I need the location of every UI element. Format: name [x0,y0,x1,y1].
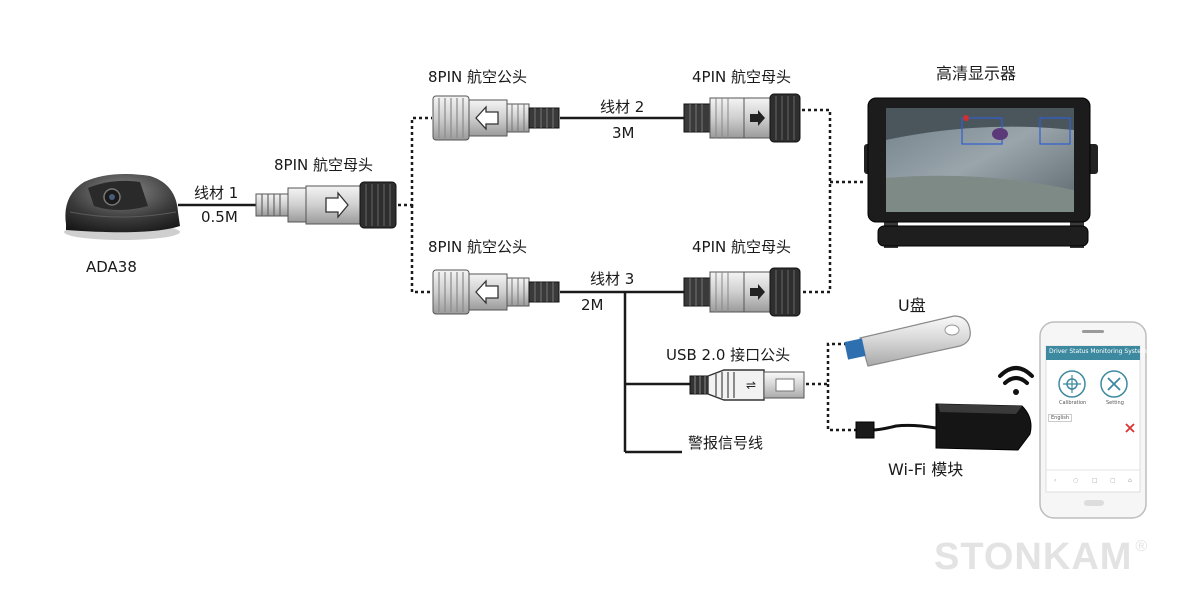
phone-calibration-label: Calibration [1059,400,1087,406]
label-wifi-module: Wi-Fi 模块 [888,460,964,479]
connector-8pin-male-bottom-icon [432,269,560,315]
cables [178,116,690,454]
phone-app-title: Driver Status Monitoring System [1049,348,1147,355]
label-monitor: 高清显示器 [936,64,1017,83]
hd-monitor-icon [864,97,1098,248]
label-camera: ADA38 [86,258,137,276]
connector-4pin-female-top-icon [683,93,801,143]
connector-8pin-female-icon [255,181,397,229]
label-cable3-name: 线材 3 [590,270,635,288]
phone-language-select: English [1048,414,1073,422]
label-8pin-female: 8PIN 航空母头 [274,156,374,174]
svg-text:▢: ▢ [1110,477,1116,484]
connector-4pin-female-bottom-icon [683,267,801,317]
dotted-links [398,108,864,432]
usb-flash-drive-icon [844,315,971,367]
label-alarm-wire: 警报信号线 [688,434,764,452]
svg-text:⌂: ⌂ [1128,477,1132,484]
wifi-signal-icon [998,366,1034,395]
svg-text:⇌: ⇌ [746,378,756,392]
label-cable1-name: 线材 1 [194,184,239,202]
label-usb-connector: USB 2.0 接口公头 [666,346,791,364]
connector-8pin-male-top-icon [432,95,560,141]
label-cable2-name: 线材 2 [600,98,645,116]
svg-text:□: □ [1092,477,1098,484]
brand-logo: STONKAM® [934,536,1149,579]
label-8pin-male-top: 8PIN 航空公头 [428,68,528,86]
label-cable3-length: 2M [581,296,604,314]
label-4pin-female-bottom: 4PIN 航空母头 [692,238,792,256]
brand-name: STONKAM [934,536,1133,578]
smartphone-icon: ‹ ○ □ ▢ ⌂ [1039,321,1147,519]
usb-connector-icon: ⇌ [689,369,805,401]
label-udisk: U盘 [898,296,926,315]
label-cable2-length: 3M [612,124,635,142]
brand-mark: ® [1135,538,1149,555]
phone-setting-label: Setting [1106,400,1124,406]
svg-text:○: ○ [1073,477,1078,484]
label-4pin-female-top: 4PIN 航空母头 [692,68,792,86]
camera-ada38-icon [64,174,180,240]
svg-text:‹: ‹ [1054,477,1056,484]
label-8pin-male-bottom: 8PIN 航空公头 [428,238,528,256]
label-cable1-length: 0.5M [201,208,238,226]
wifi-module-icon [855,403,1032,451]
